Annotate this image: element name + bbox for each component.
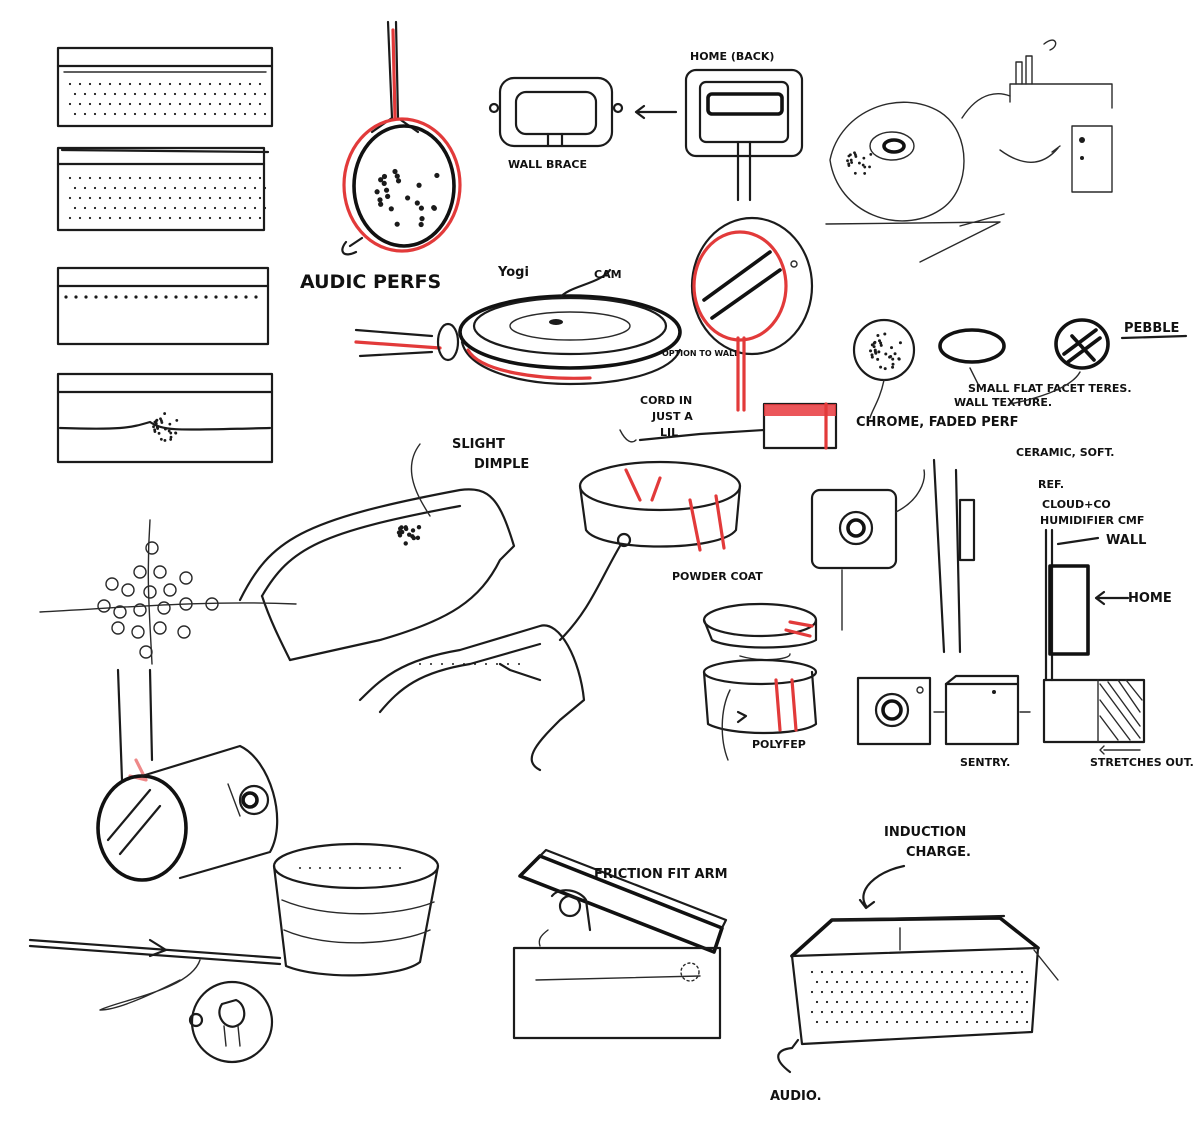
speaker-bar-study-1 xyxy=(56,46,274,128)
pendant-arrow xyxy=(341,236,364,256)
finish-chip-flat xyxy=(938,328,1006,364)
dome-device-sketch xyxy=(825,101,1005,263)
just-a-label: JUST A xyxy=(651,410,693,423)
yogi-label: Yogi xyxy=(497,265,529,280)
option-wall-label: OPTION TO WALL xyxy=(662,349,739,358)
wall-label: WALL xyxy=(1106,533,1146,548)
slight-dimple-sketch xyxy=(238,443,516,662)
stretches-out-label: STRETCHES OUT. xyxy=(1090,756,1194,769)
sentry-label: SENTRY. xyxy=(960,756,1010,769)
home-back-label: HOME (BACK) xyxy=(690,50,774,63)
audio-label: AUDIO. xyxy=(770,1089,822,1104)
humidifier-cmf-label: HUMIDIFIER CMF xyxy=(1040,514,1144,527)
pendant-speaker-sketch xyxy=(342,20,462,253)
home-label: HOME xyxy=(1128,591,1172,606)
chrome-faded-label: CHROME, FADED PERF xyxy=(856,415,1019,430)
speaker-bar-study-3 xyxy=(56,266,270,346)
perforation-pattern-study xyxy=(39,519,297,665)
cup-cable-bulb-sketch xyxy=(28,842,440,1064)
dimple-label: DIMPLE xyxy=(474,457,529,472)
charge-label: CHARGE. xyxy=(906,845,971,860)
slight-label: SLIGHT xyxy=(452,437,505,452)
small-flat-facet-label: SMALL FLAT FACET TERES. xyxy=(968,382,1132,395)
finish-leaders xyxy=(869,367,1081,419)
cord-in-label: CORD IN xyxy=(640,394,692,407)
home-back-sketch xyxy=(684,68,804,202)
friction-fit-arm-label: FRICTION FIT ARM xyxy=(594,867,728,882)
finish-chip-dots xyxy=(852,318,916,382)
wall-side-view-sketch xyxy=(932,458,976,654)
lil-label: LIL xyxy=(660,426,678,439)
speaker-bar-study-2 xyxy=(56,146,270,232)
powder-coat-pot-sketch xyxy=(702,602,818,761)
red-pot-sketch xyxy=(558,460,742,642)
poly-fep-label: POLYFEP xyxy=(752,738,806,751)
pebble-label: PEBBLE xyxy=(1124,321,1179,336)
speaker-bar-study-4 xyxy=(56,372,274,464)
wall-texture-label: WALL TEXTURE. xyxy=(954,396,1052,409)
wall-disc-sketch xyxy=(690,216,814,412)
ref-label: REF. xyxy=(1038,478,1064,491)
yogi-puck-sketch xyxy=(354,268,682,386)
cord-in-box-sketch xyxy=(619,402,838,450)
pebble-underline xyxy=(1120,334,1188,340)
finish-chip-pebble xyxy=(1054,318,1110,370)
cam-label: CAM xyxy=(594,268,622,281)
tube-lower-sketch xyxy=(358,624,586,772)
audio-perf-label: AUDIC PERFS xyxy=(300,271,441,293)
friction-fit-arm-sketch xyxy=(512,848,728,1040)
cloud-co-label: CLOUD+CO xyxy=(1042,498,1111,511)
ceramic-soft-label: CERAMIC, SOFT. xyxy=(1016,446,1115,459)
wall-brace-label: WALL BRACE xyxy=(508,158,587,171)
powder-coat-label: POWDER COAT xyxy=(672,570,763,583)
sentry-row-sketch xyxy=(856,674,1146,755)
audio-arrow xyxy=(777,1038,800,1074)
induction-label: INDUCTION xyxy=(884,825,966,840)
home-wall-mount-sketch xyxy=(1044,528,1130,682)
wall-square-unit-sketch xyxy=(810,469,926,631)
home-to-brace-arrow xyxy=(634,104,678,120)
shelf-wall-sketch xyxy=(961,39,1113,193)
induction-charge-speaker-sketch xyxy=(790,864,1059,1046)
wall-brace-sketch xyxy=(488,76,624,148)
pole-cylinder-camera-sketch xyxy=(96,668,279,882)
